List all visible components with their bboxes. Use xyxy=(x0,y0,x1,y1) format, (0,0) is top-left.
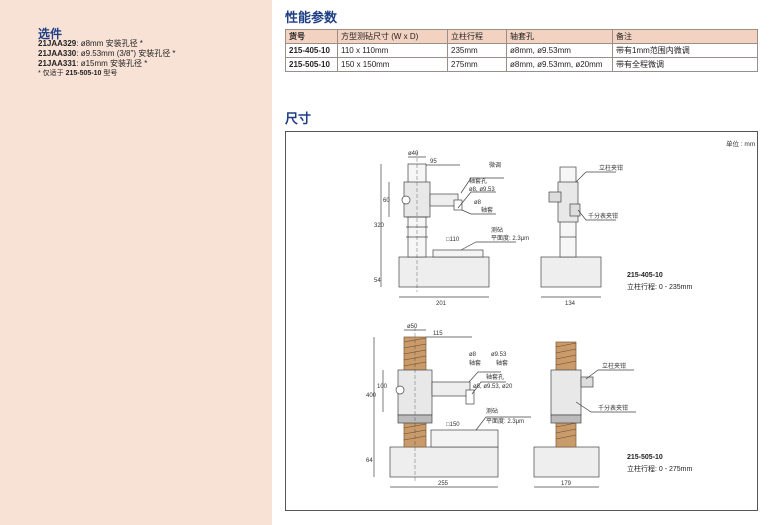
label: 轴套 xyxy=(469,359,481,367)
header-cell: 方型测砧尺寸 (W x D) xyxy=(337,29,448,44)
dim-label: 201 xyxy=(436,301,447,307)
option-item: 21JAA330: ø9.53mm (3/8") 安装孔径 * xyxy=(38,49,176,58)
label: 轴套 xyxy=(496,359,508,367)
label: ø8, ø9.53 xyxy=(469,187,495,193)
table-cell: 235mm xyxy=(447,43,507,58)
dim-label: 134 xyxy=(565,301,576,307)
table-cell: 215-405-10 xyxy=(285,43,338,58)
label: 立柱夹钳 xyxy=(602,362,626,370)
table-row: 215-505-10 150 x 150mm 275mm ø8mm, ø9.53… xyxy=(285,57,758,72)
dimensions-title: 尺寸 xyxy=(285,111,312,126)
option-item: 21JAA331: ø15mm 安装孔径 * xyxy=(38,59,148,68)
header-cell: 备注 xyxy=(612,29,758,44)
sidebar: 选件 21JAA329: ø8mm 安装孔径 * 21JAA330: ø9.53… xyxy=(0,0,272,525)
dim-label: 54 xyxy=(374,278,381,284)
table-cell: 带有全程微调 xyxy=(612,57,758,72)
options-list: 21JAA329: ø8mm 安装孔径 * 21JAA330: ø9.53mm … xyxy=(38,39,268,79)
label: 千分表夹钳 xyxy=(598,404,628,412)
label: 平面度: 2.3μm xyxy=(491,234,529,242)
model-label: 215-405-10 xyxy=(627,272,663,279)
label: □110 xyxy=(446,237,460,243)
label: 测砧 xyxy=(486,407,498,415)
header-cell: 货号 xyxy=(285,29,338,44)
dim-label: ø40 xyxy=(408,151,419,157)
dim-label: 60 xyxy=(383,198,390,204)
spec-title: 性能参数 xyxy=(285,10,338,25)
label: ø8 xyxy=(474,200,482,206)
label: □150 xyxy=(446,422,460,428)
label: ø8, ø9.53, ø20 xyxy=(473,384,513,390)
dim-label: 115 xyxy=(433,331,443,337)
dim-label: 179 xyxy=(561,481,572,487)
dim-label: 95 xyxy=(430,159,437,165)
base-block xyxy=(398,256,490,288)
dim-label: 100 xyxy=(377,384,388,390)
spec-header-row: 货号 方型测砧尺寸 (W x D) 立柱行程 轴套孔 备注 xyxy=(285,29,758,44)
dim-label: 320 xyxy=(374,223,385,229)
model-label: 215-505-10 xyxy=(627,454,663,461)
table-cell: ø8mm, ø9.53mm, ø20mm xyxy=(506,57,613,72)
label: 平面度: 2.3μm xyxy=(486,417,524,425)
label: 立柱夹钳 xyxy=(599,164,623,172)
header-cell: 轴套孔 xyxy=(506,29,613,44)
label: 微调 xyxy=(489,161,501,169)
table-row: 215-405-10 110 x 110mm 235mm ø8mm, ø9.53… xyxy=(285,43,758,58)
table-cell: 110 x 110mm xyxy=(337,43,448,58)
options-title: 选件 xyxy=(38,27,63,41)
table-cell: ø8mm, ø9.53mm xyxy=(506,43,613,58)
dimension-drawing: 单位 : mm ø40 95 60 320 54 201 134 微调 轴套孔 … xyxy=(285,131,758,511)
dim-label: 64 xyxy=(366,458,373,464)
dim-label: 400 xyxy=(366,393,377,399)
label: ø9.53 xyxy=(491,352,507,358)
stroke-label: 立柱行程: 0 - 235mm xyxy=(627,282,693,291)
technical-drawing: 单位 : mm ø40 95 60 320 54 201 134 微调 轴套孔 … xyxy=(366,139,755,488)
anvil-plate xyxy=(432,249,484,258)
dim-label: ø50 xyxy=(407,324,418,330)
dim-label: 255 xyxy=(438,481,449,487)
label: 千分表夹钳 xyxy=(588,212,618,220)
label: 测砧 xyxy=(491,226,503,234)
option-note: * 仅适于 215-505-10 型号 xyxy=(38,70,118,77)
label: 轴套孔 xyxy=(486,373,504,381)
stroke-label: 立柱行程: 0 - 275mm xyxy=(627,464,693,473)
header-cell: 立柱行程 xyxy=(447,29,507,44)
label: 轴套孔 xyxy=(469,177,487,185)
label: ø8 xyxy=(469,352,477,358)
unit-label: 单位 : mm xyxy=(726,139,755,148)
table-cell: 带有1mm范围内微调 xyxy=(612,43,758,58)
spec-table: 货号 方型测砧尺寸 (W x D) 立柱行程 轴套孔 备注 215-405-10… xyxy=(285,29,758,72)
table-cell: 275mm xyxy=(447,57,507,72)
label: 轴套 xyxy=(481,206,493,214)
sleeve xyxy=(453,199,463,211)
table-cell: 150 x 150mm xyxy=(337,57,448,72)
option-item: 21JAA329: ø8mm 安装孔径 * xyxy=(38,39,143,48)
table-cell: 215-505-10 xyxy=(285,57,338,72)
